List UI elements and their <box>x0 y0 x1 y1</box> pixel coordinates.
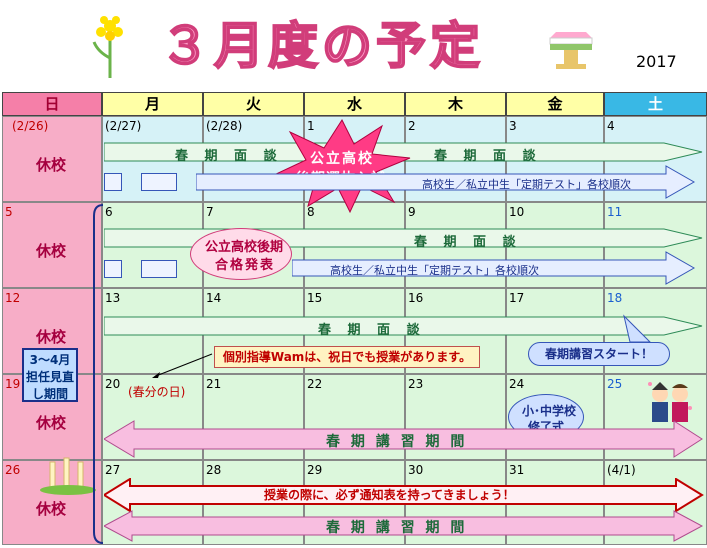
bring-notice-label: 授業の際に、必ず通知表を持ってきましょう！ <box>264 488 515 502</box>
day-number: 31 <box>509 463 525 477</box>
weekday-header-wed: 水 <box>304 92 405 116</box>
day-number: 2 <box>408 119 416 133</box>
page-title: ３月度の予定 <box>159 16 484 76</box>
day-number: 23 <box>408 377 424 391</box>
spring-interview-arrow-1 <box>103 142 704 162</box>
weekday-header-mon: 月 <box>102 92 203 116</box>
day-number: 13 <box>105 291 121 305</box>
day-number: 5 <box>5 205 13 219</box>
flower-icon <box>88 12 132 78</box>
spring-interview-label-1: 春 期 面 談 <box>175 149 283 164</box>
holiday-note: (春分の日) <box>128 385 186 399</box>
day-number: 26 <box>5 463 21 477</box>
day-number: (2/26) <box>12 119 49 133</box>
holiday-pointer <box>150 352 214 380</box>
term-tests-label-1: 高校生／私立中生「定期テスト」各校順次 <box>422 178 631 191</box>
day-number: 6 <box>105 205 113 219</box>
day-number: 27 <box>105 463 121 477</box>
spring-interview-arrow-3 <box>103 316 704 336</box>
spring-interview-label-3: 春 期 面 談 <box>318 323 426 338</box>
weekday-header-thu: 木 <box>405 92 506 116</box>
checkbox-4[interactable] <box>141 260 177 278</box>
day-number: 19 <box>5 377 21 391</box>
weekday-header-tue: 火 <box>203 92 304 116</box>
week-bracket <box>92 204 104 544</box>
day-number: 16 <box>408 291 424 305</box>
term-tests-label-2: 高校生／私立中生「定期テスト」各校順次 <box>330 264 539 277</box>
day-number: 25 <box>607 377 623 391</box>
day-number: 28 <box>206 463 222 477</box>
day-number: 21 <box>206 377 222 391</box>
day-number: 7 <box>206 205 214 219</box>
callout-tail <box>620 314 660 344</box>
day-number: (2/28) <box>206 119 243 133</box>
term-tests-arrow-2 <box>291 250 696 286</box>
checkbox-2[interactable] <box>141 173 177 191</box>
closed-label: 休校 <box>36 156 67 174</box>
day-number: 1 <box>307 119 315 133</box>
elementary-line1: 小･中学校 <box>522 404 577 418</box>
spring-start-callout: 春期講習スタート！ <box>528 342 670 366</box>
day-number: 17 <box>509 291 525 305</box>
checkbox-3[interactable] <box>104 260 122 278</box>
side-label-box: 3～4月担任見直し期間 <box>22 348 78 402</box>
day-number: 10 <box>509 205 525 219</box>
spring-interview-label-1b: 春 期 面 談 <box>434 149 542 164</box>
day-number: 24 <box>509 377 525 391</box>
day-number: 30 <box>408 463 424 477</box>
day-number: 29 <box>307 463 323 477</box>
weekday-header-sun: 日 <box>2 92 102 116</box>
hishimochi-icon <box>548 22 594 74</box>
day-number: 8 <box>307 205 315 219</box>
day-number: 14 <box>206 291 222 305</box>
day-cell[interactable] <box>2 202 102 288</box>
day-number: 3 <box>509 119 517 133</box>
day-number: (2/27) <box>105 119 142 133</box>
day-cell[interactable] <box>2 116 102 202</box>
candles-icon <box>36 452 100 496</box>
day-number: 15 <box>307 291 323 305</box>
weekday-header-sat: 土 <box>604 92 707 116</box>
day-number: 20 <box>105 377 121 391</box>
exam-burst-line1: 公立高校 <box>310 151 374 167</box>
closed-label: 休校 <box>36 414 67 432</box>
spring-course-arrow-2 <box>102 510 704 542</box>
year: 2017 <box>636 52 677 71</box>
term-tests-arrow-1 <box>195 164 696 200</box>
closed-label: 休校 <box>36 500 67 518</box>
day-number: (4/1) <box>607 463 636 477</box>
announcement-badge <box>190 228 292 280</box>
kobetsu-note: 個別指導Wamは、祝日でも授業があります。 <box>214 346 480 368</box>
day-number: 9 <box>408 205 416 219</box>
day-number: 12 <box>5 291 21 305</box>
bring-notice-arrow <box>102 477 704 513</box>
graduates-icon <box>644 378 694 426</box>
spring-course-arrow-1 <box>103 420 704 458</box>
checkbox-1[interactable] <box>104 173 122 191</box>
announcement-line1: 公立高校後期 <box>205 240 284 255</box>
weekday-header-fri: 金 <box>506 92 604 116</box>
announcement-line2: 合格発表 <box>215 258 276 273</box>
day-number: 11 <box>607 205 623 219</box>
closed-label: 休校 <box>36 328 67 346</box>
day-number: 4 <box>607 119 615 133</box>
spring-course-label-2: 春 期 講 習 期 間 <box>326 520 468 536</box>
day-number: 22 <box>307 377 323 391</box>
day-number: 18 <box>607 291 623 305</box>
closed-label: 休校 <box>36 242 67 260</box>
spring-course-label-1: 春 期 講 習 期 間 <box>326 434 468 450</box>
spring-interview-label-2: 春 期 面 談 <box>414 235 522 250</box>
